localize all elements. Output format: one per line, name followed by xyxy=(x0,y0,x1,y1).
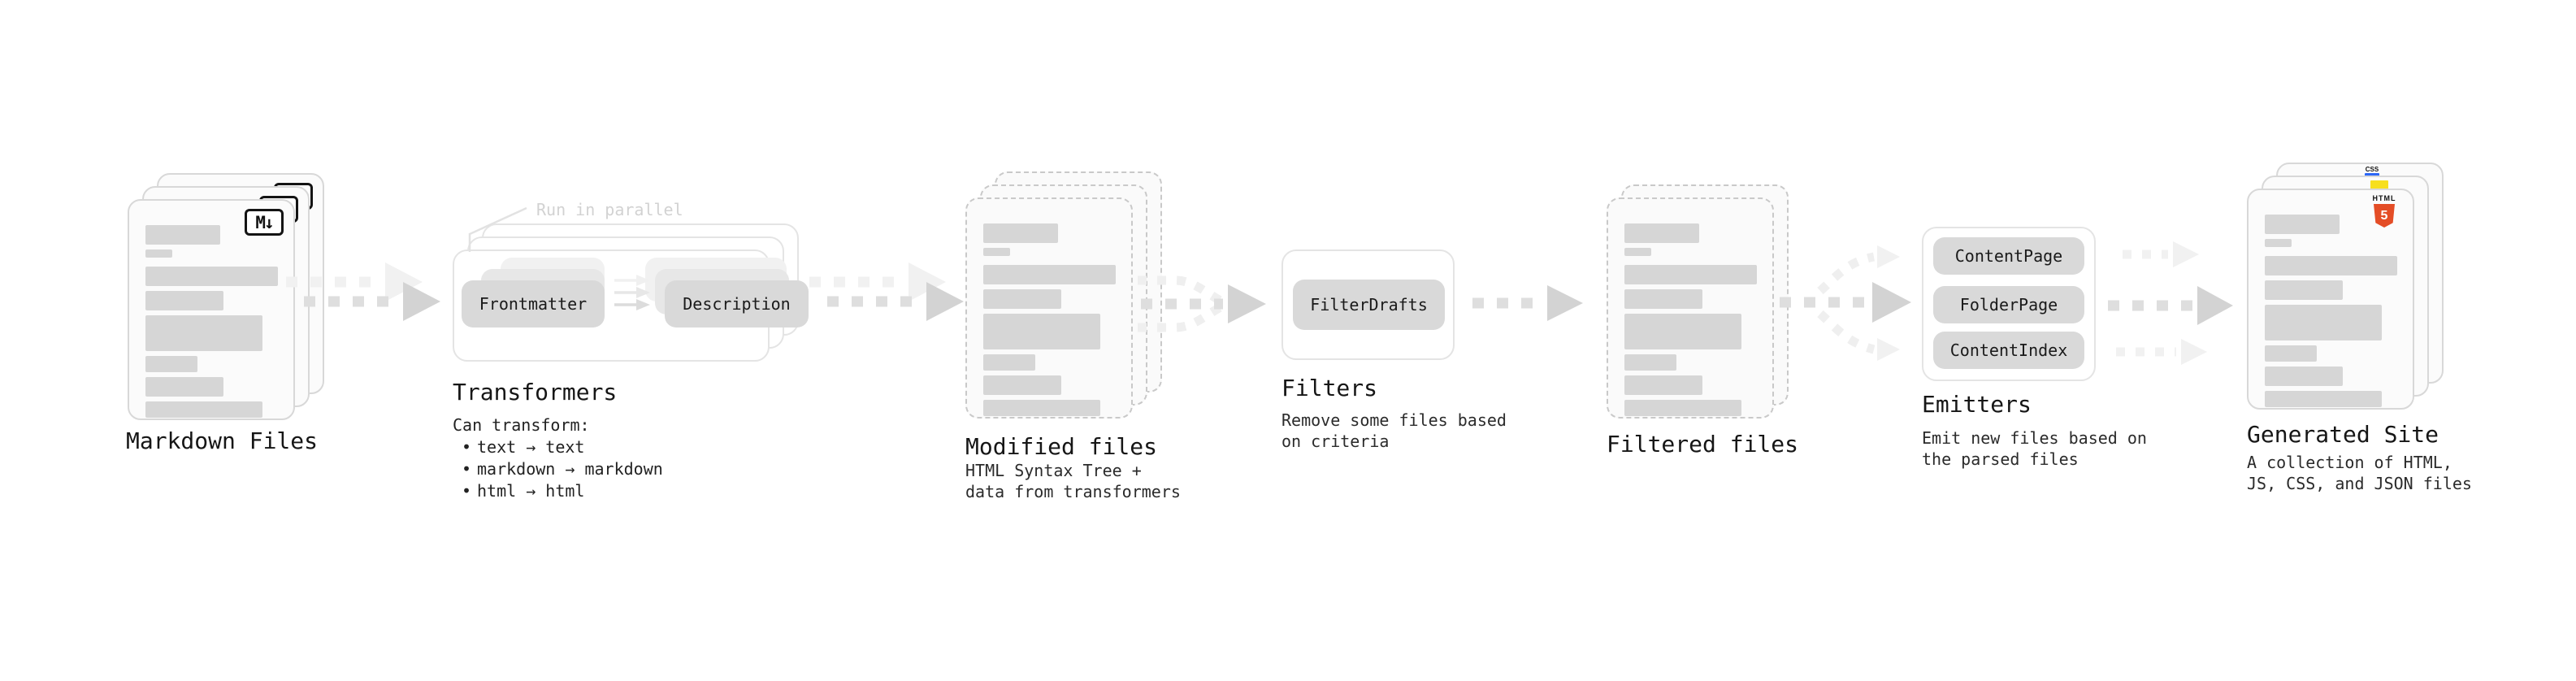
skeleton-bar xyxy=(983,223,1058,243)
arrow-transformers-to-modified xyxy=(809,262,964,321)
subtitle-line: data from transformers xyxy=(965,482,1181,501)
arrow-emitters-to-generated xyxy=(2108,241,2233,365)
emitters-title: Emitters xyxy=(1922,391,2032,418)
skeleton-bar xyxy=(1624,400,1741,416)
markdown-icon: M↓ xyxy=(245,209,284,236)
skeleton-bar xyxy=(983,248,1010,256)
skeleton-bar xyxy=(983,400,1100,416)
skeleton-bar xyxy=(2265,391,2382,407)
skeleton-bar xyxy=(983,375,1061,395)
contentindex-pill: ContentIndex xyxy=(1933,332,2084,369)
contentpage-pill: ContentPage xyxy=(1933,237,2084,275)
skeleton-bar xyxy=(1624,265,1757,284)
document-skeleton xyxy=(983,199,1116,416)
skeleton-bar xyxy=(145,225,220,245)
skeleton-bar xyxy=(2265,239,2292,247)
document-skeleton xyxy=(145,201,278,418)
subtitle-line: JS, CSS, and JSON files xyxy=(2247,474,2472,493)
subtitle-line: the parsed files xyxy=(1922,449,2079,469)
skeleton-bar xyxy=(2265,367,2343,386)
skeleton-bar xyxy=(2265,256,2397,275)
emitters-subtitle: Emit new files based on the parsed files xyxy=(1922,427,2147,470)
skeleton-bar xyxy=(1624,375,1702,395)
js-icon xyxy=(2370,180,2388,190)
transformers-note-title: Can transform: xyxy=(453,415,590,435)
markdown-file-card-front: M↓ xyxy=(128,199,295,420)
frontmatter-pill: Frontmatter xyxy=(462,280,605,327)
skeleton-bar xyxy=(983,265,1116,284)
skeleton-bar xyxy=(1624,314,1741,349)
transformers-bullet: markdown → markdown xyxy=(453,458,663,480)
description-pill: Description xyxy=(665,280,809,327)
filters-title: Filters xyxy=(1281,375,1378,401)
html5-icon-label: HTML xyxy=(2372,194,2396,202)
skeleton-bar xyxy=(145,267,278,286)
css-icon: CSS xyxy=(2365,167,2379,176)
skeleton-bar xyxy=(2265,280,2343,300)
subtitle-line: Emit new files based on xyxy=(1922,428,2147,448)
subtitle-line: HTML Syntax Tree + xyxy=(965,461,1142,480)
filtered-file-card-front xyxy=(1607,197,1774,419)
css-icon-label: CSS xyxy=(2365,166,2379,173)
document-skeleton xyxy=(1624,199,1757,416)
subtitle-line: Remove some files based xyxy=(1281,410,1507,430)
skeleton-bar xyxy=(1624,354,1676,371)
skeleton-bar xyxy=(983,289,1061,309)
skeleton-bar xyxy=(145,356,197,372)
skeleton-bar xyxy=(145,377,223,397)
modified-file-card-front xyxy=(965,197,1133,419)
html5-icon-shield: 5 xyxy=(2374,204,2395,228)
skeleton-bar xyxy=(1624,289,1702,309)
filtered-files-title: Filtered files xyxy=(1607,431,1799,458)
markdown-files-title: Markdown Files xyxy=(126,427,319,454)
skeleton-bar xyxy=(145,315,262,351)
run-in-parallel-label: Run in parallel xyxy=(536,200,683,219)
document-skeleton xyxy=(2265,190,2397,407)
subtitle-line: A collection of HTML, xyxy=(2247,453,2452,472)
modified-files-title: Modified files xyxy=(965,433,1158,460)
generated-site-card-front: HTML 5 xyxy=(2247,189,2414,410)
skeleton-bar xyxy=(983,314,1100,349)
html5-icon-number: 5 xyxy=(2380,208,2388,223)
arrow-filters-to-filtered xyxy=(1472,285,1583,321)
skeleton-bar xyxy=(2265,305,2382,340)
filterdrafts-pill: FilterDrafts xyxy=(1293,280,1445,330)
skeleton-bar xyxy=(145,249,172,258)
skeleton-bar xyxy=(983,354,1035,371)
skeleton-bar xyxy=(1624,248,1651,256)
generated-site-title: Generated Site xyxy=(2247,421,2439,448)
transformers-title: Transformers xyxy=(453,379,618,406)
transformers-bullet: html → html xyxy=(453,480,663,502)
skeleton-bar xyxy=(145,401,262,418)
css-icon-underline xyxy=(2365,173,2379,176)
skeleton-bar xyxy=(145,291,223,310)
modified-files-subtitle: HTML Syntax Tree + data from transformer… xyxy=(965,460,1181,502)
generated-site-subtitle: A collection of HTML, JS, CSS, and JSON … xyxy=(2247,452,2472,494)
filters-subtitle: Remove some files based on criteria xyxy=(1281,410,1507,452)
subtitle-line: on criteria xyxy=(1281,432,1390,451)
transformers-bullet: text → text xyxy=(453,436,663,458)
skeleton-bar xyxy=(1624,223,1699,243)
html5-icon: HTML 5 xyxy=(2367,195,2401,228)
folderpage-pill: FolderPage xyxy=(1933,286,2084,323)
skeleton-bar xyxy=(2265,215,2340,234)
skeleton-bar xyxy=(2265,345,2317,362)
arrow-filtered-to-emitters xyxy=(1780,245,1911,361)
transformers-note: Can transform: text → text markdown → ma… xyxy=(453,414,663,502)
